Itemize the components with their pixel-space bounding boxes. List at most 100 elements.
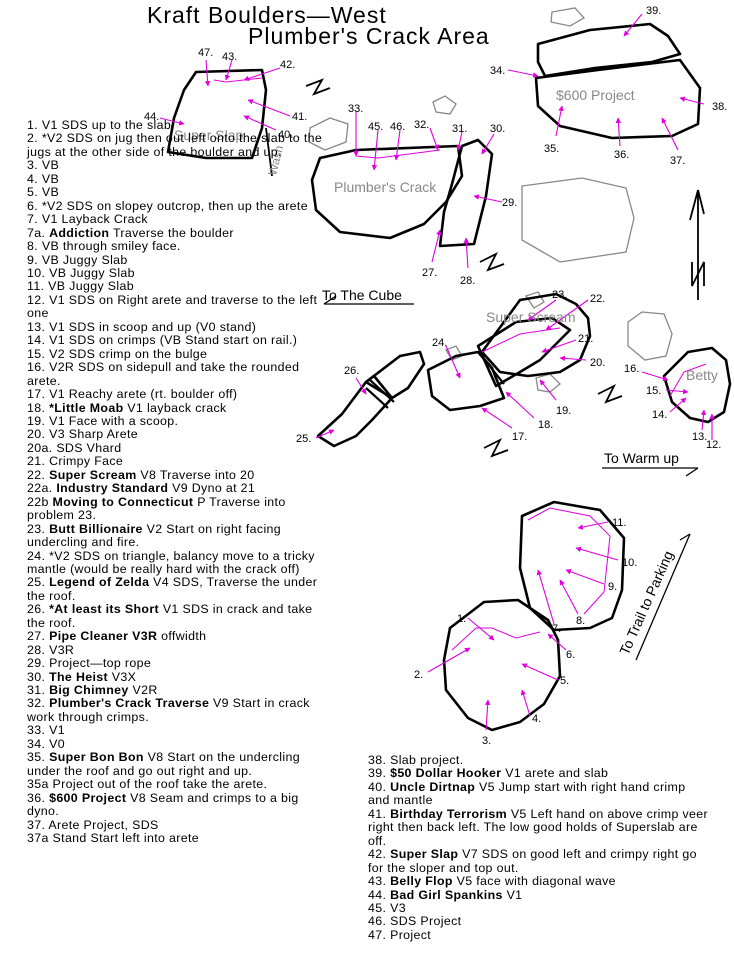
squiggle-3 xyxy=(597,383,623,404)
arrow-30 xyxy=(481,133,495,155)
left-list-entry: 37. Arete Project, SDS xyxy=(27,817,327,832)
arrow-19 xyxy=(539,379,557,401)
problem-number-19: 19. xyxy=(556,405,571,417)
right-list-entry: 44. Bad Girl Spankins V1 xyxy=(368,887,708,902)
problem-number-24: 24. xyxy=(432,337,447,349)
problem-number-39: 39. xyxy=(646,5,661,17)
right-list-entry: 38. Slab project. xyxy=(368,753,708,767)
problem-entry-number: 8. xyxy=(27,239,42,254)
label-super-slap: Super Slap xyxy=(174,127,243,143)
grey-boulder-top-right xyxy=(550,7,586,27)
right-list-entry: 40. Uncle Dirtnap V5 Jump start with rig… xyxy=(368,779,708,808)
left-list-entry: 24. *V2 SDS on triangle, balancy move to… xyxy=(27,548,327,577)
problem-number-45: 45. xyxy=(368,121,383,133)
grey-boulder-29 xyxy=(521,177,635,263)
problem-entry-number: 3. xyxy=(27,158,42,173)
problem-entry-number: 22a. xyxy=(27,481,57,496)
problem-entry-text: *V2 SDS on slopey outcrop, then up the a… xyxy=(41,198,308,213)
crack-super-scream xyxy=(479,353,505,385)
problem-entry-name: Legend of Zelda xyxy=(49,575,150,590)
line-plumbers-traverse xyxy=(355,149,441,159)
arrow-47 xyxy=(204,59,211,87)
left-list-entry: 5. VB xyxy=(27,186,327,199)
left-list-entry: 23. Butt Billionaire V2 Start on right f… xyxy=(27,521,327,550)
label-super-scream: Super Scream xyxy=(486,309,575,325)
arrow-40 xyxy=(243,115,277,131)
problem-entry-text: V1 SDS on crimps (VB Stand start on rail… xyxy=(49,333,298,348)
left-list-entry: 20. V3 Sharp Arete xyxy=(27,428,327,441)
arrow-41 xyxy=(247,99,291,117)
boulder-600-project xyxy=(534,58,702,140)
arrow-44 xyxy=(159,117,185,126)
problem-entry-number: 35. xyxy=(27,750,50,765)
line-super-slap xyxy=(213,77,263,83)
arrow-35 xyxy=(555,105,564,137)
arrow-22 xyxy=(545,299,589,331)
problem-number-30: 30. xyxy=(490,123,505,135)
left-list-entry: 27. Pipe Cleaner V3R offwidth xyxy=(27,629,327,643)
problem-entry-number: 1. xyxy=(27,118,42,132)
problem-entry-number: 44. xyxy=(368,887,391,902)
problem-entry-text: *V2 SDS on triangle, balancy move to a t… xyxy=(27,548,315,576)
arrow-11 xyxy=(577,521,609,530)
problem-entry-name: Butt Billionaire xyxy=(49,521,143,536)
arrow-15 xyxy=(665,388,689,395)
problem-entry-text: V3R xyxy=(49,642,75,657)
problem-entry-text: V5 Jump start with right hand crimp and … xyxy=(368,779,686,808)
problem-entry-text: Project—top rope xyxy=(49,656,152,671)
left-list-entry: 34. V0 xyxy=(27,736,327,751)
problem-entry-text: SDS Vhard xyxy=(56,440,122,455)
problem-number-38: 38. xyxy=(712,101,727,113)
problem-entry-number: 16. xyxy=(27,360,50,375)
left-list-entry: 32. Plumber's Crack Traverse V9 Start in… xyxy=(27,697,327,724)
problem-entry-number: 19. xyxy=(27,413,50,428)
problem-entry-name: Super Slap xyxy=(390,847,459,862)
boulder-chimney xyxy=(438,138,494,248)
problem-entry-text: V0 xyxy=(49,736,65,751)
arrow-38 xyxy=(679,96,705,105)
arrow-39 xyxy=(623,13,643,37)
problem-entry-number: 37. xyxy=(27,817,49,832)
arrow-18 xyxy=(505,391,535,419)
problem-number-43: 43. xyxy=(222,51,237,63)
problem-entry-name: Moving to Connecticut xyxy=(52,494,194,509)
problem-entry-number: 4. xyxy=(27,171,42,186)
problem-entry-number: 41. xyxy=(368,806,391,821)
problem-number-35: 35. xyxy=(544,143,559,155)
boulder-betty xyxy=(662,346,732,424)
problem-entry-text: V5 Left hand on above crimp veer right t… xyxy=(368,806,708,848)
arrow-7 xyxy=(536,569,555,625)
boulder-25-26-upper xyxy=(364,350,426,400)
problem-entry-number: 23. xyxy=(27,521,50,536)
problem-entry-number: 22b xyxy=(27,494,53,509)
problem-entry-text: P Traverse into problem 23. xyxy=(27,494,286,523)
problem-entry-number: 26. xyxy=(27,602,50,617)
left-list-entry: 28. V3R xyxy=(27,642,327,657)
crack-25-26 xyxy=(369,379,395,403)
left-list-entry: 26. *At least its Short V1 SDS in crack … xyxy=(27,602,327,630)
problem-number-44: 44. xyxy=(144,111,159,123)
arrow-13 xyxy=(700,409,707,431)
left-list-entry: 31. Big Chimney V2R xyxy=(27,683,327,697)
problem-entry-text: V1 Face with a scoop. xyxy=(49,413,179,428)
problem-entry-name: Birthday Terrorism xyxy=(390,806,508,821)
problem-number-46: 46. xyxy=(390,121,405,133)
arrow-43 xyxy=(224,59,233,81)
problem-entry-number: 5. xyxy=(27,185,42,200)
problem-entry-text: V3 Sharp Arete xyxy=(49,427,139,442)
arrow-37 xyxy=(661,117,679,151)
problem-entry-number: 35a xyxy=(27,777,53,792)
problem-entry-text: Crimpy Face xyxy=(49,454,124,469)
arrow-31 xyxy=(456,131,463,151)
left-list-entry: 18. *Little Moab V1 layback crack xyxy=(27,401,327,415)
problem-number-20: 20. xyxy=(590,357,605,369)
left-list-entry: 11. VB Juggy Slab xyxy=(27,280,327,293)
problem-entry-number: 7. xyxy=(27,212,42,227)
problem-number-25: 25. xyxy=(296,433,311,445)
problem-entry-text: V8 Seam and crimps to a big dyno. xyxy=(27,790,299,819)
label-to-the-cube: To The Cube xyxy=(322,287,402,303)
boulder-plumbers-crack xyxy=(310,144,464,240)
problem-number-22: 22. xyxy=(590,293,605,305)
left-list-entry: 33. V1 xyxy=(27,724,327,737)
